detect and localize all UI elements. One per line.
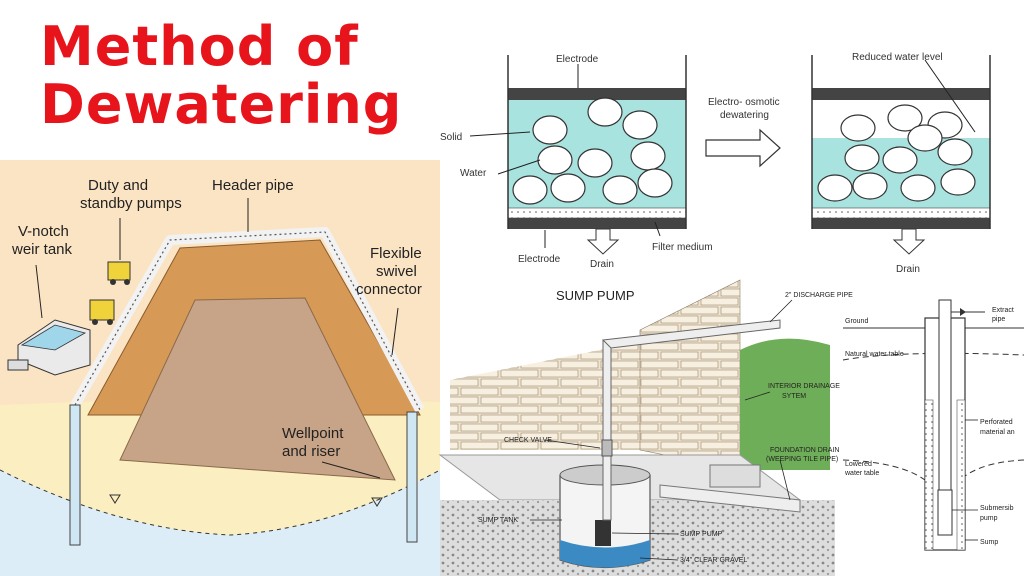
label-water: Water <box>460 168 487 179</box>
label-interior-drainage: INTERIOR DRAINAGE <box>768 383 840 390</box>
deep-well-diagram: Ground Extract pipe Natural water table … <box>842 299 1024 551</box>
label-electrode-bottom: Electrode <box>518 254 561 265</box>
groundwater-zone <box>0 470 440 576</box>
check-valve <box>601 439 613 457</box>
label-extract: Extract <box>992 307 1014 314</box>
soil-particles-right <box>817 104 976 202</box>
label-riser: and riser <box>282 443 340 460</box>
electrode-bottom-left <box>508 218 686 229</box>
label-weeping-tile: (WEEPING TILE PIPE) <box>766 456 838 463</box>
label-check-valve: CHECK VALVE <box>504 437 552 444</box>
discharge-horizontal-pipe <box>601 319 781 349</box>
label-perforated: Perforated <box>980 419 1013 426</box>
drain-arrow-left <box>586 228 620 255</box>
label-submersible-pump: pump <box>980 515 998 522</box>
sump-pump-diagram: SUMP PUMP 2" DISCHARGE PIPE INTERIOR DRA… <box>438 279 853 576</box>
sump-title: SUMP PUMP <box>556 288 635 303</box>
label-swivel: swivel <box>376 263 417 280</box>
label-lowered: Lowered <box>845 461 872 468</box>
wellpoint-leaders <box>35 198 399 479</box>
vnotch-weir-tank <box>7 319 91 376</box>
label-electrode-top: Electrode <box>556 54 599 65</box>
label-clear-gravel: 3/4" CLEAR GRAVEL <box>680 557 747 564</box>
lowered-water-line <box>0 469 441 536</box>
label-ground: Ground <box>845 318 868 325</box>
natural-water-table-line <box>842 352 1024 361</box>
water-level-marker-right <box>371 497 383 507</box>
filter-pack-left <box>924 399 934 551</box>
label-drain-right: Drain <box>896 264 920 275</box>
excavation-pit <box>119 297 396 481</box>
label-wellpoint: Wellpoint <box>282 425 344 442</box>
label-solid: Solid <box>440 132 462 143</box>
label-electro-osmotic: Electro- osmotic <box>708 97 780 108</box>
brick-wall-back <box>450 340 650 450</box>
submersible-pump <box>937 489 953 536</box>
label-lowered-water-table: water table <box>844 470 879 477</box>
label-perforated-material: material an <box>980 429 1015 436</box>
label-vnotch: V-notch <box>18 223 69 240</box>
label-filter-medium: Filter medium <box>652 242 713 253</box>
label-sump-pump: SUMP PUMP <box>680 531 723 538</box>
soil-particles-left <box>512 97 673 205</box>
sump-pump-motor <box>595 520 611 546</box>
electro-osmosis-diagram: Electrode Solid Water Electrode Drain Fi… <box>440 52 991 275</box>
label-sump: Sump <box>980 539 998 546</box>
brick-wall-side <box>639 279 741 471</box>
sump-tank <box>559 464 651 569</box>
label-duty-pumps: Duty and <box>88 177 148 194</box>
label-header-pipe: Header pipe <box>212 177 294 194</box>
label-flexible: Flexible <box>370 245 422 262</box>
wellpoint-riser-right <box>406 411 418 543</box>
label-standby-pumps: standby pumps <box>80 195 182 212</box>
filter-pack-right <box>956 399 966 551</box>
filter-left <box>507 207 687 219</box>
footing <box>709 464 761 488</box>
wellpoint-riser-left <box>69 404 81 546</box>
filter-right <box>811 207 991 219</box>
water-level-marker-left <box>109 494 121 504</box>
label-interior-system: SYTEM <box>782 393 806 400</box>
label-reduced-water-level: Reduced water level <box>852 52 943 63</box>
electrode-top-left <box>508 88 686 100</box>
label-connector: connector <box>356 281 422 298</box>
title-line-1: Method of <box>40 15 359 78</box>
title-line-2: Dewatering <box>40 73 403 136</box>
label-foundation-drain: FOUNDATION DRAIN <box>770 447 839 454</box>
label-discharge-pipe: 2" DISCHARGE PIPE <box>785 292 853 299</box>
label-weir-tank: weir tank <box>11 241 73 258</box>
label-dewatering: dewatering <box>720 110 769 121</box>
wellpoint-diagram: Duty and standby pumps Header pipe V-not… <box>0 160 441 576</box>
header-pipe-outline <box>74 231 421 411</box>
label-sump-tank: SUMP TANK <box>478 517 518 524</box>
foundation-drain-pipe <box>659 484 801 513</box>
lowered-water-table-line <box>842 459 926 481</box>
label-natural-water-table: Natural water table <box>845 351 904 358</box>
label-submersible: Submersib <box>980 505 1014 512</box>
pump-units <box>89 261 131 325</box>
label-drain-left: Drain <box>590 259 614 270</box>
discharge-riser-pipe <box>602 339 612 521</box>
electrode-top-right <box>812 88 990 100</box>
drain-arrow-right <box>892 228 926 255</box>
label-extract-pipe: pipe <box>992 316 1005 323</box>
electrode-bottom-right <box>812 218 990 229</box>
page-title: Method of Dewatering <box>40 18 402 134</box>
exterior-grass <box>740 338 830 470</box>
process-arrow <box>705 128 781 168</box>
